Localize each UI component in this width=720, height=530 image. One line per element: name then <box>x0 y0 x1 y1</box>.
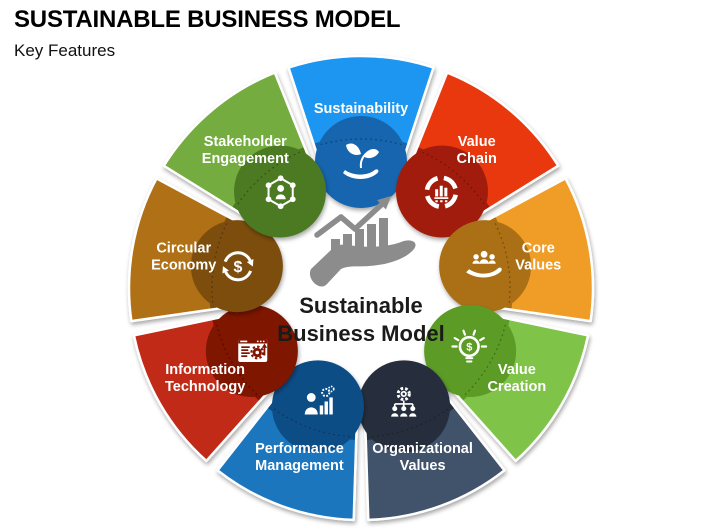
inner-boundary-dots <box>237 151 300 205</box>
page-subtitle: Key Features <box>14 41 116 60</box>
inner-boundary-dots <box>215 324 258 396</box>
inner-boundary-dots <box>494 223 511 303</box>
person-chart-icon <box>304 385 335 415</box>
segment-sustainability: Sustainability <box>287 54 435 208</box>
hand-plant-icon <box>343 143 379 179</box>
segment-label: Sustainability <box>314 101 408 117</box>
cycle-chart-icon <box>424 175 458 209</box>
page-title: SUSTAINABLE BUSINESS MODEL <box>14 6 401 33</box>
org-chart-icon <box>391 386 417 417</box>
inner-boundary-dots <box>273 408 350 438</box>
inner-boundary-dots <box>211 223 228 303</box>
segment-inner-bubble <box>439 220 532 313</box>
inner-boundary-dots <box>464 324 507 396</box>
svg-text:$: $ <box>466 342 472 354</box>
inner-boundary-dots <box>372 408 449 438</box>
bulb-dollar-icon: $ <box>451 329 488 363</box>
segment-inner-bubble <box>190 220 283 313</box>
segment-inner-bubble <box>271 360 364 453</box>
network-person-icon <box>265 175 296 210</box>
window-gear-icon <box>238 339 268 362</box>
svg-text:$: $ <box>233 259 242 276</box>
dollar-cycle-icon: $ <box>222 251 254 282</box>
inner-boundary-dots <box>422 151 485 205</box>
segment-inner-bubble <box>424 305 517 397</box>
growth-hand-icon <box>309 196 416 287</box>
inner-boundary-dots <box>320 138 402 146</box>
hand-people-icon <box>466 250 502 278</box>
